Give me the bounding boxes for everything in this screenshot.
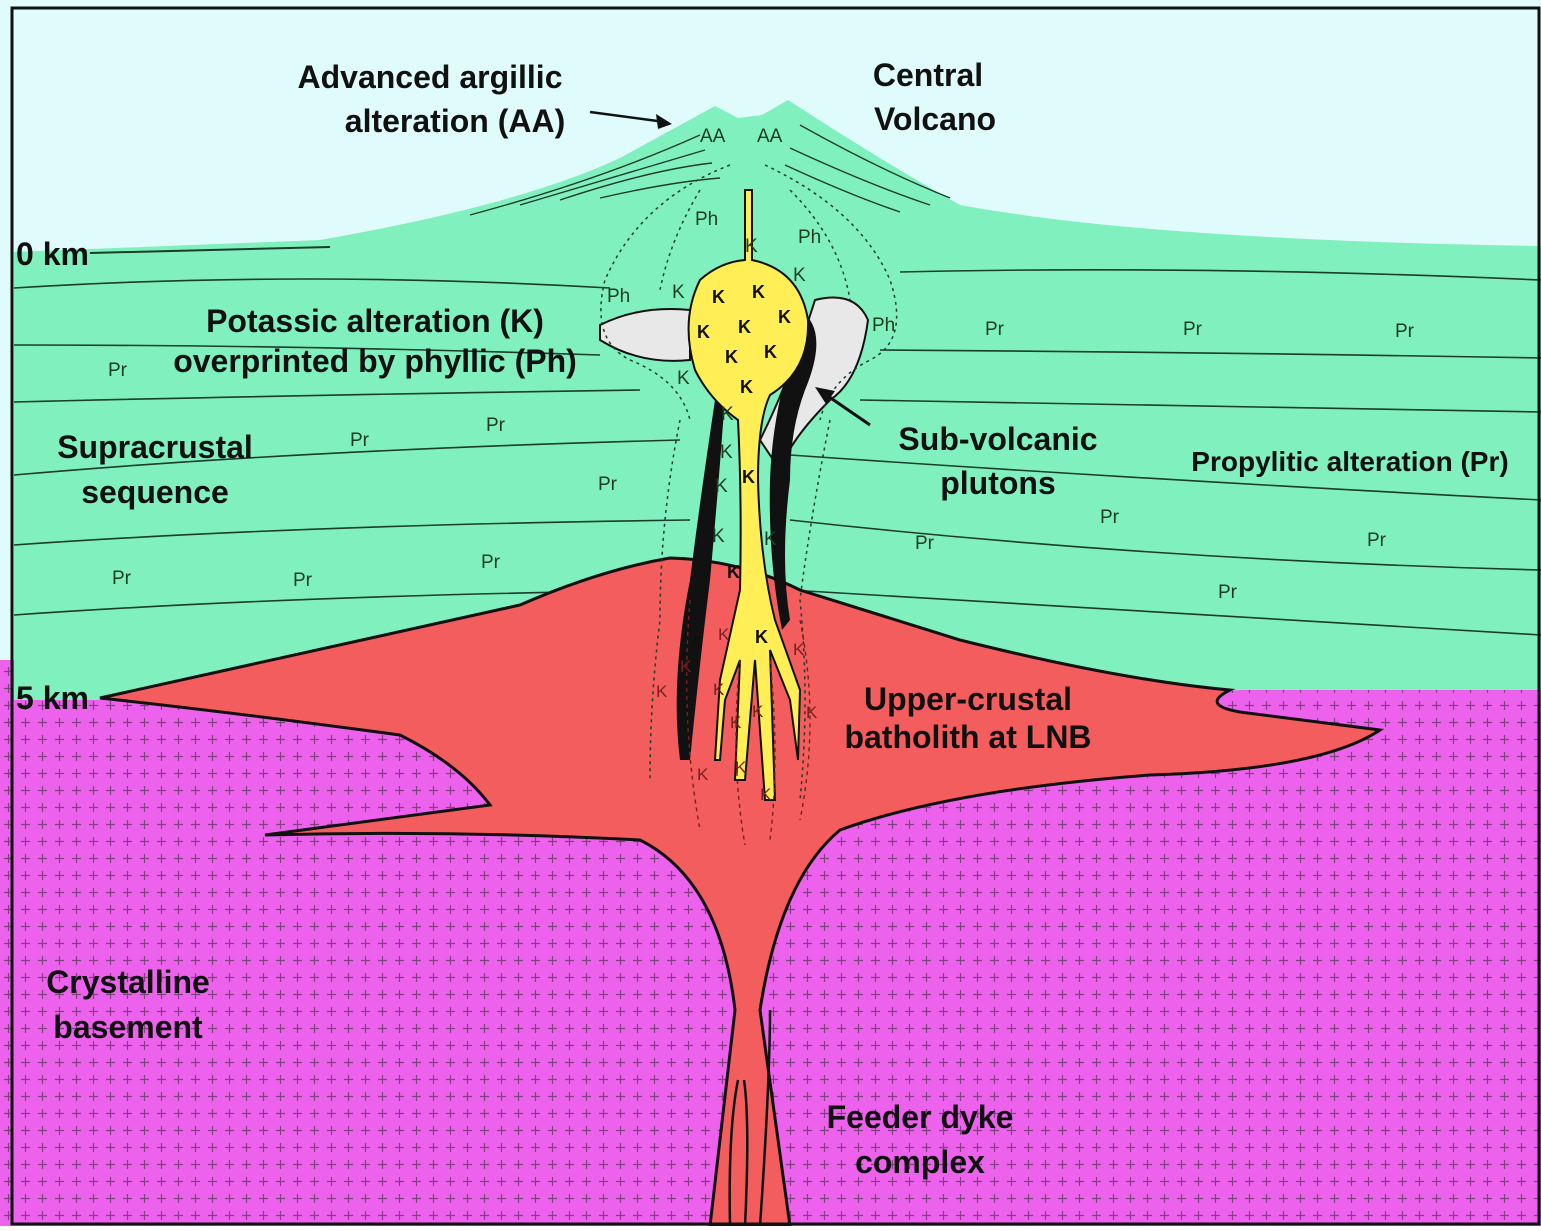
crystalline-label: Crystalline xyxy=(46,964,210,1000)
code-aa: AA xyxy=(757,126,783,147)
code-k: K xyxy=(677,368,690,389)
code-pr: Pr xyxy=(1218,582,1238,603)
code-k: K xyxy=(680,657,692,676)
code-k: K xyxy=(727,562,740,582)
code-pr: Pr xyxy=(1183,319,1203,340)
potassic-label: Potassic alteration (K) xyxy=(206,303,544,339)
code-pr: Pr xyxy=(1395,321,1415,342)
feeder-label-2: complex xyxy=(855,1144,985,1180)
code-pr: Pr xyxy=(915,533,935,554)
code-k: K xyxy=(778,307,791,327)
supracrustal-label: Supracrustal xyxy=(57,429,253,465)
code-k: K xyxy=(752,702,764,721)
depth-label-0km: 0 km xyxy=(16,236,89,272)
code-k: K xyxy=(752,282,765,302)
code-k: K xyxy=(806,703,818,722)
advanced-argillic-label-2: alteration (AA) xyxy=(345,103,565,139)
code-k: K xyxy=(672,282,685,303)
feeder-label: Feeder dyke xyxy=(827,1099,1014,1135)
code-k: K xyxy=(712,526,725,547)
code-k: K xyxy=(764,529,777,550)
code-pr: Pr xyxy=(1100,507,1120,528)
code-k: K xyxy=(760,785,772,804)
code-k: K xyxy=(735,758,747,777)
subvolcanic-label-2: plutons xyxy=(940,465,1056,501)
code-pr: Pr xyxy=(985,319,1005,340)
code-pr: Pr xyxy=(598,474,618,495)
code-pr: Pr xyxy=(481,552,501,573)
code-k: K xyxy=(793,640,805,659)
potassic-label-2: overprinted by phyllic (Ph) xyxy=(173,343,577,379)
code-aa: AA xyxy=(700,126,726,147)
code-k: K xyxy=(697,765,709,784)
crystalline-label-2: basement xyxy=(53,1009,203,1045)
code-k: K xyxy=(740,377,753,397)
code-k: K xyxy=(720,442,733,463)
code-k: K xyxy=(715,476,728,497)
code-k: K xyxy=(745,236,758,257)
code-k: K xyxy=(742,467,755,487)
subvolcanic-label: Sub-volcanic xyxy=(898,421,1097,457)
code-k: K xyxy=(755,627,768,647)
code-k: K xyxy=(721,404,734,425)
supracrustal-label-2: sequence xyxy=(81,474,229,510)
code-pr: Pr xyxy=(350,430,370,451)
code-ph: Ph xyxy=(872,315,895,336)
code-ph: Ph xyxy=(607,286,630,307)
code-ph: Ph xyxy=(695,209,718,230)
code-pr: Pr xyxy=(1367,530,1387,551)
code-pr: Pr xyxy=(112,568,132,589)
upper-crustal-label: Upper-crustal xyxy=(864,681,1072,717)
code-k: K xyxy=(656,682,668,701)
depth-label-5km: 5 km xyxy=(16,680,89,716)
code-k: K xyxy=(713,680,725,699)
code-pr: Pr xyxy=(108,360,128,381)
code-pr: Pr xyxy=(293,570,313,591)
central-volcano-label-2: Volcano xyxy=(874,101,996,137)
upper-crustal-label-2: batholith at LNB xyxy=(844,719,1091,755)
central-volcano-label: Central xyxy=(873,57,983,93)
code-ph: Ph xyxy=(798,227,821,248)
code-k: K xyxy=(697,322,710,342)
propylitic-label: Propylitic alteration (Pr) xyxy=(1191,446,1508,477)
code-k: K xyxy=(764,342,777,362)
code-k: K xyxy=(712,287,725,307)
code-k: K xyxy=(730,713,742,732)
code-k: K xyxy=(718,625,730,644)
code-k: K xyxy=(738,317,751,337)
code-k: K xyxy=(725,347,738,367)
code-pr: Pr xyxy=(486,415,506,436)
code-k: K xyxy=(793,265,806,286)
advanced-argillic-label: Advanced argillic xyxy=(298,59,563,95)
